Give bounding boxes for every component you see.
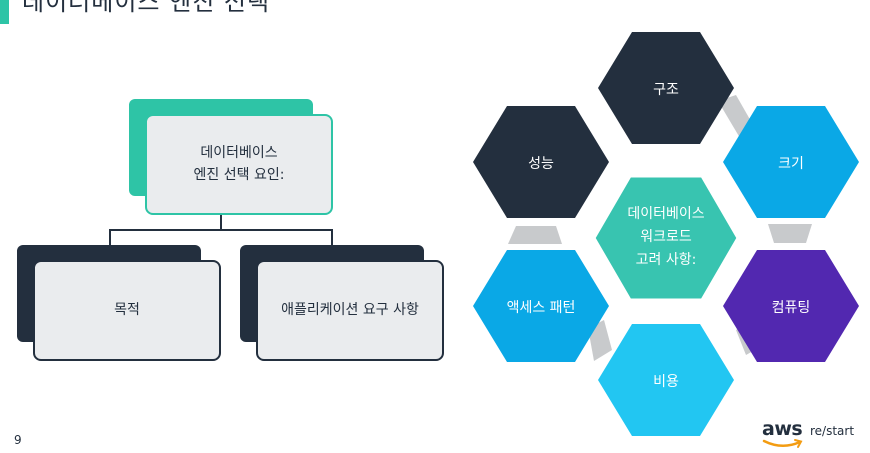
logo-restart-text: re/start — [810, 424, 855, 438]
hex-link-right — [768, 224, 812, 243]
hex-center-line1: 데이터베이스 — [627, 206, 704, 222]
hex-size: 크기 — [723, 106, 859, 218]
hex-structure: 구조 — [598, 32, 734, 144]
aws-restart-logo: aws re/start — [762, 418, 862, 452]
hex-center-line3: 고려 사항: — [636, 252, 697, 268]
child-box-app-requirements-label: 애플리케이션 요구 사항 — [281, 301, 419, 318]
root-box: 데이터베이스 엔진 선택 요인: — [145, 114, 333, 215]
connector-vertical-root — [220, 215, 222, 230]
child-box-app-requirements: 애플리케이션 요구 사항 — [256, 260, 444, 361]
hex-cost-label: 비용 — [653, 374, 679, 390]
slide-title: 데이터베이스 엔진 선택 — [22, 0, 271, 16]
hex-performance-label: 성능 — [528, 156, 554, 172]
hex-access-pattern-label: 액세스 패턴 — [507, 300, 576, 316]
connector-horizontal — [109, 229, 333, 231]
page-number: 9 — [14, 433, 22, 447]
root-box-line1: 데이터베이스 — [200, 144, 278, 161]
root-box-line2: 엔진 선택 요인: — [193, 166, 285, 183]
logo-aws-wordmark: aws — [762, 418, 803, 440]
hex-size-label: 크기 — [778, 156, 804, 172]
connector-vertical-right — [331, 229, 333, 245]
child-box-purpose: 목적 — [33, 260, 221, 361]
hex-structure-label: 구조 — [653, 82, 679, 98]
hex-link-top — [718, 95, 752, 138]
hex-compute: 컴퓨팅 — [723, 250, 859, 362]
hex-center-line2: 워크로드 — [640, 229, 692, 245]
hex-cost: 비용 — [598, 324, 734, 436]
aws-smile-icon — [762, 439, 803, 448]
hex-compute-label: 컴퓨팅 — [772, 300, 811, 316]
title-accent-bar — [0, 0, 9, 24]
hex-link-left — [508, 226, 562, 244]
hex-access-pattern: 액세스 패턴 — [473, 250, 609, 362]
hex-center: 데이터베이스 워크로드 고려 사항: — [592, 174, 740, 302]
hex-performance: 성능 — [473, 106, 609, 218]
hex-diagram: 구조 크기 컴퓨팅 비용 액세스 패턴 성능 데이터베이스 워크로드 고려 사항… — [473, 32, 859, 436]
child-box-purpose-label: 목적 — [114, 301, 140, 318]
connector-vertical-left — [109, 229, 111, 245]
